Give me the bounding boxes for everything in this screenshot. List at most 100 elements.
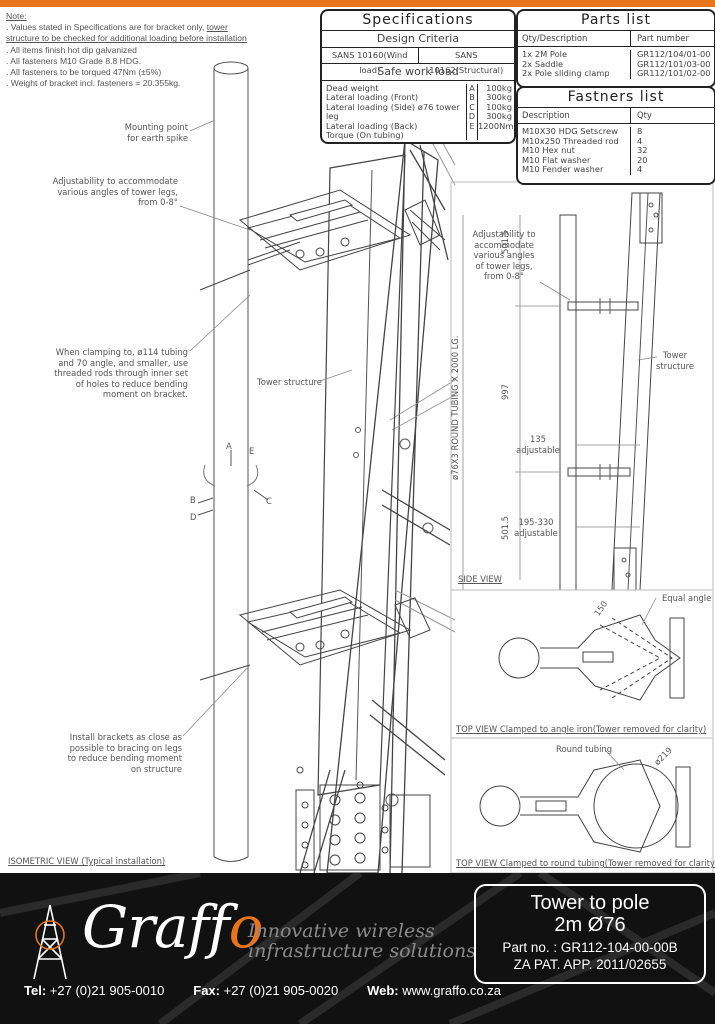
- base-plate: [295, 766, 431, 871]
- fastner-qty: 4: [637, 164, 643, 174]
- col-part-number: Part number: [637, 33, 689, 43]
- caption-top-tubing: TOP VIEW Clamped to round tubing(Tower r…: [456, 858, 715, 868]
- dim-501-top: 501.5: [500, 230, 510, 254]
- title-block: Tower to pole 2m Ø76 Part no. : GR112-10…: [474, 884, 706, 984]
- drawing-subtitle: 2m Ø76: [554, 914, 626, 936]
- fastner-desc: M10X30 HDG Setscrew: [522, 126, 618, 136]
- footer-background-lattice: [0, 873, 715, 1024]
- load-letter: C: [469, 102, 475, 112]
- pole-isometric: [213, 61, 249, 862]
- load-letter-d: D: [190, 512, 197, 522]
- top-accent-bar: [0, 0, 715, 7]
- fastner-desc: M10 Flat washer: [522, 154, 591, 165]
- caption-isometric: ISOMETRIC VIEW (Typical installation): [8, 856, 166, 866]
- lower-bracket: [199, 589, 431, 681]
- safe-work-load: Safe work load: [322, 64, 514, 81]
- part-number: GR112/104/01-00: [637, 49, 711, 59]
- caption-side-view: SIDE VIEW: [458, 574, 502, 584]
- load-value: 100kg: [486, 101, 512, 112]
- part-number-label: Part no. : GR112-104-00-00B: [502, 940, 678, 955]
- specifications-table: Specifications Design Criteria SANS 1016…: [320, 9, 516, 144]
- patent-label: ZA PAT. APP. 2011/02655: [513, 957, 667, 972]
- general-notes: Note: . Values stated in Specifications …: [6, 11, 321, 89]
- note-line: . Values stated in Specifications are fo…: [6, 22, 228, 33]
- parts-list-title: Parts list: [518, 11, 714, 31]
- parts-list-header: Qty/Description Part number: [518, 31, 714, 47]
- load-letter-b: B: [190, 495, 196, 505]
- standards-row: SANS 10160(Wind load) SANS 10162(Structu…: [322, 48, 514, 75]
- fastners-list-title: Fastners list: [518, 88, 714, 108]
- fastner-qty: 20: [637, 154, 648, 165]
- load-label: Lateral loading (Back): [326, 120, 418, 131]
- dim-997: 997: [500, 384, 510, 400]
- part-desc: 2x Saddle: [522, 58, 564, 69]
- fastners-list-header: Description Qty: [518, 108, 714, 124]
- technical-drawing: [179, 61, 714, 873]
- contact-line: Tel: +27 (0)21 905-0010 Fax: +27 (0)21 9…: [24, 983, 502, 998]
- load-label: Torque (On tubing): [326, 130, 404, 141]
- note-line: . All fasteners M10 Grade 8.8 HDG.: [6, 55, 142, 66]
- tel-number: +27 (0)21 905-0010: [49, 983, 165, 998]
- graffo-logo-wordmark: Graffo: [82, 893, 263, 961]
- load-value: 1200Nm: [478, 120, 514, 131]
- fastner-desc: M10 Fender washer: [522, 164, 604, 174]
- load-label: Dead weight: [326, 83, 379, 93]
- fax-number: +27 (0)21 905-0020: [223, 983, 339, 998]
- tubing-label: ø76X3 ROUND TUBING X 2000 LG.: [450, 335, 460, 481]
- load-letter: B: [469, 93, 475, 103]
- drawing-title: Tower to pole: [530, 892, 650, 914]
- load-value: 300kg: [486, 92, 512, 103]
- load-label: Lateral loading (Front): [326, 92, 419, 103]
- website-link[interactable]: www.graffo.co.za: [402, 983, 502, 998]
- callout-equal-angle: Equal angle: [662, 593, 712, 603]
- specifications-title: Specifications: [322, 11, 514, 31]
- graffo-tower-logo-icon: [33, 904, 67, 980]
- callout-tower-structure-iso: Tower structure: [257, 377, 322, 387]
- part-number: GR112/101/02-00: [637, 68, 711, 78]
- load-value: 300kg: [486, 111, 512, 122]
- col-description: Description: [518, 108, 631, 123]
- parts-list-table: Parts list Qty/Description Part number 1…: [516, 9, 715, 88]
- load-label: Lateral loading (Side) ø76 tower leg: [326, 101, 460, 122]
- load-letter-e: E: [249, 446, 255, 456]
- load-letter-c: C: [266, 496, 272, 506]
- callout-round-tubing: Round tubing: [556, 744, 613, 754]
- note-line: structure to be checked for additional l…: [6, 33, 247, 44]
- note-line: . All fasteners to be torqued 47Nm (±5%): [6, 67, 162, 78]
- note-line: . All items finish hot dip galvanized: [6, 44, 137, 55]
- load-value: 100kg: [486, 83, 512, 93]
- load-letter: D: [468, 112, 476, 122]
- col-qty-desc: Qty/Description: [518, 31, 631, 46]
- load-letter: A: [469, 84, 475, 93]
- load-letter: E: [469, 121, 475, 131]
- standard-wind: SANS 10160(Wind load): [322, 48, 419, 75]
- note-line: . Weight of bracket incl. fasteners = 20…: [6, 78, 181, 89]
- standard-structural: SANS 10162(Structural): [429, 50, 504, 75]
- part-desc: 2x Pole sliding clamp: [522, 68, 610, 78]
- fastner-qty: 4: [637, 135, 643, 146]
- tower-leg-isometric: [299, 138, 451, 873]
- fastners-list-table: Fastners list Description Qty M10X30 HDG…: [516, 86, 715, 185]
- fastner-qty: 8: [637, 126, 643, 136]
- fastner-desc: M10 Hex nut: [522, 145, 575, 155]
- part-desc: 1x 2M Pole: [522, 49, 568, 59]
- caption-top-angle: TOP VIEW Clamped to angle iron(Tower rem…: [456, 724, 707, 734]
- design-criteria: Design Criteria: [322, 31, 514, 48]
- part-number: GR112/101/03-00: [637, 58, 711, 69]
- load-letter-a: A: [226, 441, 232, 451]
- notes-heading: Note:: [6, 11, 27, 21]
- col-qty: Qty: [637, 110, 652, 120]
- fastner-qty: 32: [637, 145, 648, 155]
- upper-bracket: [199, 189, 446, 291]
- loads-table: Dead weight Lateral loading (Front) Late…: [322, 81, 514, 141]
